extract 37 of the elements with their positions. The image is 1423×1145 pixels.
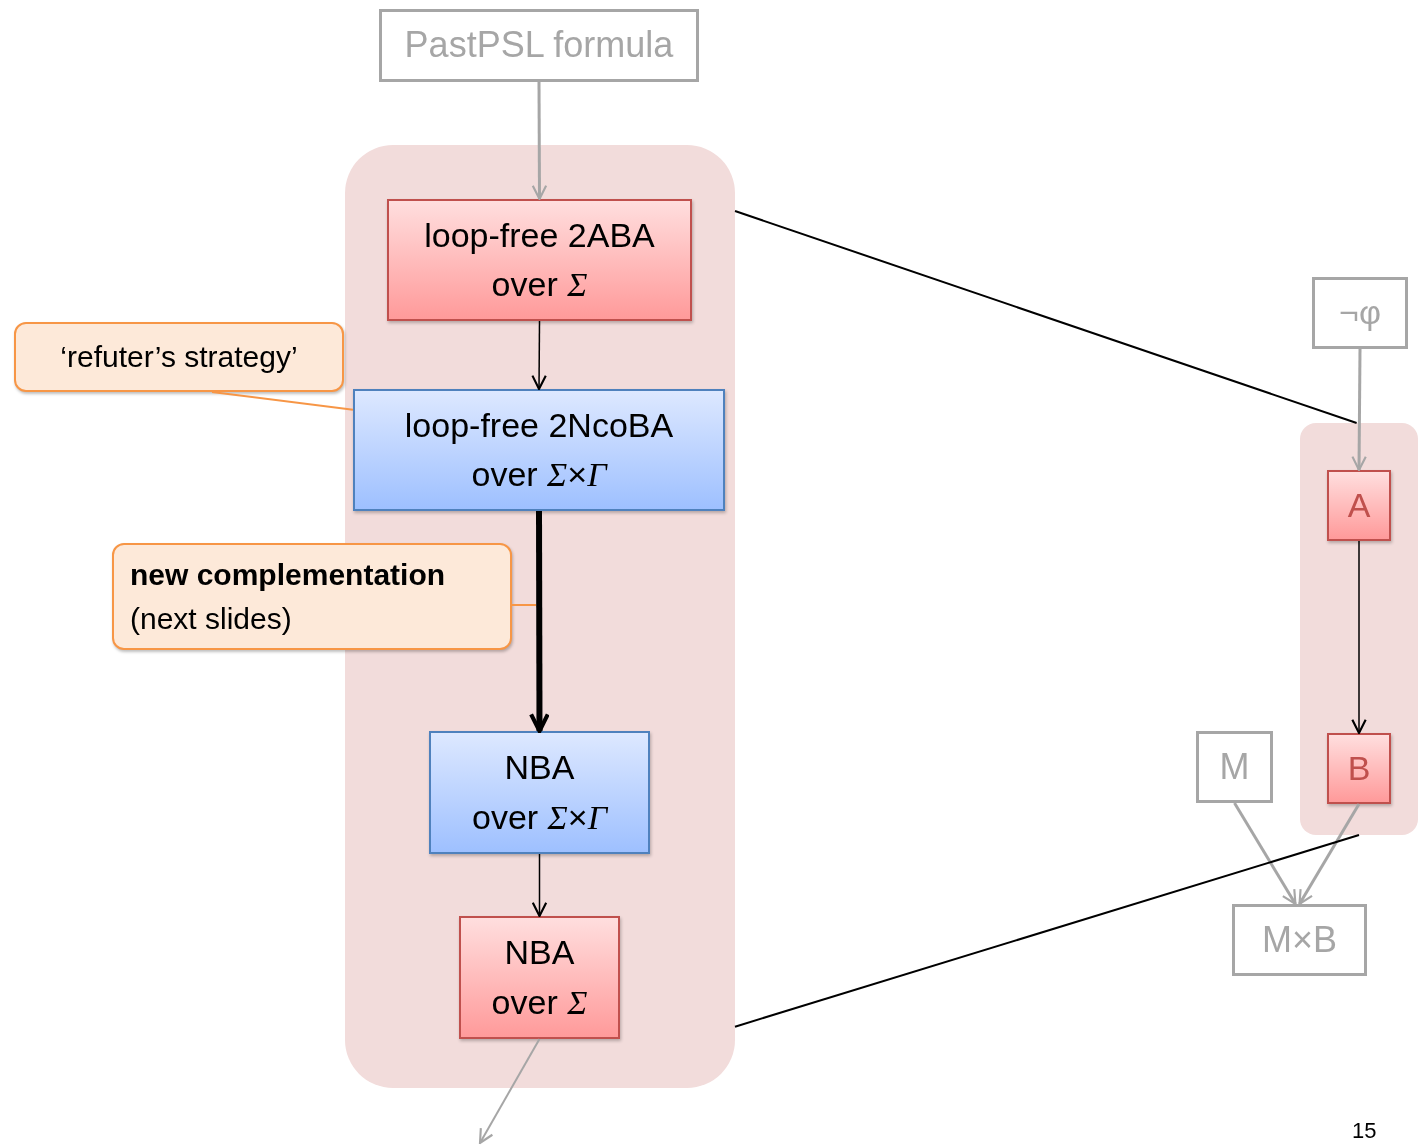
- process-box: [353, 389, 725, 511]
- callout-bubble: [14, 322, 344, 392]
- process-box: [459, 916, 620, 1039]
- node-label: PastPSL formula: [404, 23, 674, 68]
- node-label: loop-free 2ABA over Σ: [423, 214, 656, 305]
- node-label: M×B: [1262, 917, 1337, 962]
- background-band: [1300, 423, 1418, 835]
- process-box: [1327, 470, 1391, 541]
- node-label: new complementation (next slides): [130, 557, 447, 637]
- node-label: A: [1347, 484, 1371, 526]
- node-label: ‘refuter’s strategy’: [60, 339, 298, 376]
- arrow: [1298, 803, 1361, 906]
- arrow: [1351, 540, 1367, 735]
- outlined-box: [379, 9, 699, 82]
- node-label: B: [1347, 747, 1371, 789]
- arrow: [478, 1038, 541, 1145]
- arrow: [531, 853, 548, 918]
- arrow: [1351, 349, 1367, 472]
- page-number: 15: [1352, 1118, 1377, 1144]
- node-label: M: [1219, 744, 1250, 789]
- connector-line: [734, 210, 1358, 424]
- callout-bubble: [112, 543, 512, 650]
- process-box: [387, 199, 692, 321]
- process-box: [1327, 733, 1391, 804]
- connector-line: [734, 834, 1360, 1028]
- outlined-box: [1232, 904, 1367, 976]
- arrow: [531, 320, 547, 391]
- node-label: ¬φ: [1339, 292, 1381, 334]
- arrow: [529, 511, 550, 734]
- outlined-box: [1196, 731, 1273, 803]
- arrow: [531, 82, 548, 201]
- node-label: NBA over Σ: [490, 932, 589, 1023]
- process-box: [429, 731, 650, 854]
- node-label: loop-free 2NcoBA over Σ×Γ: [403, 404, 675, 495]
- outlined-box: [1312, 277, 1408, 349]
- node-label: NBA over Σ×Γ: [471, 747, 609, 838]
- arrow: [1233, 802, 1297, 906]
